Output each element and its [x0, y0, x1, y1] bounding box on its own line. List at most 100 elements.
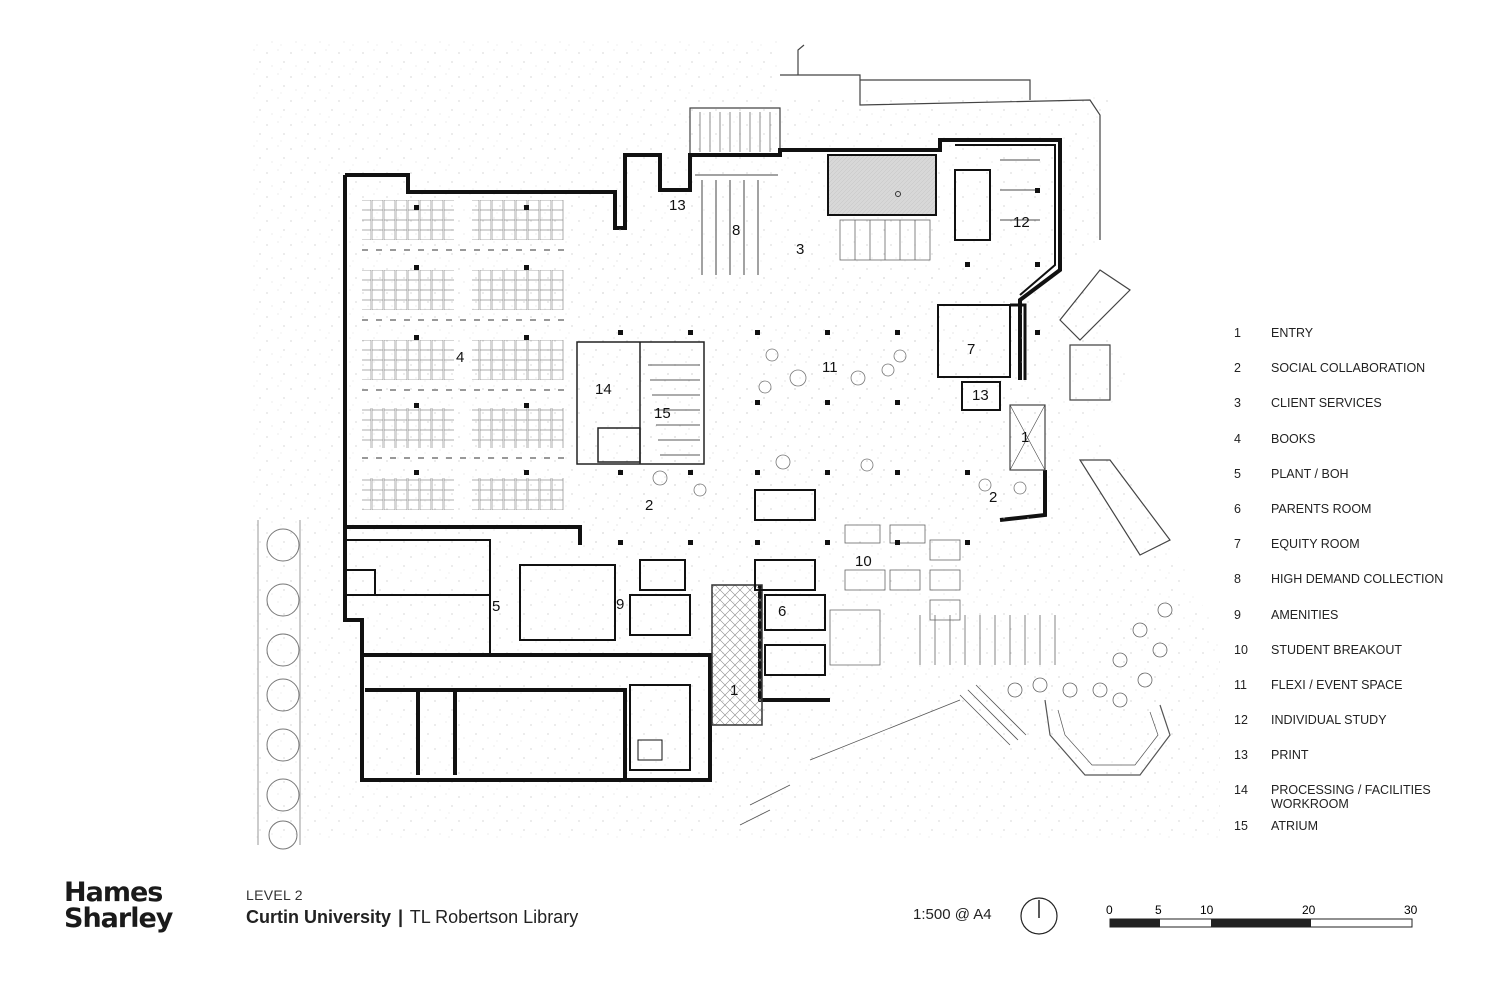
title-block: LEVEL 2 Curtin University | TL Robertson… [246, 887, 578, 928]
room-label-3: 3 [796, 241, 804, 258]
scale-tick-label: 10 [1200, 903, 1214, 917]
logo-line-2: Sharley [64, 903, 173, 934]
legend-item: 11 FLEXI / EVENT SPACE [1234, 678, 1474, 713]
room-label-1: 1 [730, 682, 738, 699]
room-label-11: 11 [822, 359, 838, 376]
breakout-furniture [829, 524, 1056, 666]
legend-item: 13 PRINT [1234, 748, 1474, 783]
legend-number: 4 [1234, 431, 1241, 446]
columns [414, 188, 1040, 545]
legend-label: STUDENT BREAKOUT [1271, 642, 1403, 657]
study-desks [839, 219, 931, 261]
legend-label: BOOKS [1271, 431, 1316, 446]
outdoor-terrace [739, 684, 1171, 826]
legend-number: 5 [1234, 466, 1241, 481]
legend-number: 1 [1234, 326, 1241, 340]
room-label-9: 9 [616, 596, 624, 613]
legend-item: 14 PROCESSING / FACILITIES WORKROOM [1234, 783, 1474, 818]
legend-item: 4 BOOKS [1234, 432, 1474, 467]
legend-item: 9 AMENITIES [1234, 608, 1474, 643]
legend-number: 15 [1234, 818, 1248, 833]
legend-item: 1 ENTRY [1234, 326, 1474, 361]
equity-room [937, 303, 1027, 411]
room-label-4: 4 [456, 349, 464, 366]
legend-item: 5 PLANT / BOH [1234, 467, 1474, 502]
room-label-15: 15 [654, 405, 671, 422]
legend-label: EQUITY ROOM [1271, 537, 1360, 552]
legend-number: 3 [1234, 396, 1241, 411]
room-label-2: 2 [989, 489, 997, 506]
grey-hall [827, 154, 937, 216]
north-arrow-icon [1020, 897, 1058, 935]
title-separator: | [398, 907, 404, 927]
room-labels: 1 1 2 2 3 4 5 6 7 8 9 10 11 12 13 13 14 … [456, 197, 1030, 699]
legend-label: ATRIUM [1271, 818, 1318, 833]
legend-item: 2 SOCIAL COLLABORATION [1234, 361, 1474, 396]
legend-number: 10 [1234, 642, 1248, 657]
trees [257, 520, 301, 850]
high-demand-shelves [695, 174, 778, 275]
university-name: Curtin University [246, 907, 392, 927]
legend-label: PROCESSING / FACILITIES WORKROOM [1271, 783, 1431, 812]
outdoor-tables [1007, 602, 1173, 708]
legend-label: PARENTS ROOM [1271, 501, 1372, 516]
legend-label: INDIVIDUAL STUDY [1271, 713, 1387, 728]
room-label-12: 12 [1013, 214, 1030, 231]
legend-item: 7 EQUITY ROOM [1234, 537, 1474, 572]
legend-label: AMENITIES [1271, 607, 1339, 622]
scale-tick-label: 30 [1404, 903, 1418, 917]
room-legend: 1 ENTRY 2 SOCIAL COLLABORATION 3 CLIENT SER… [1234, 326, 1474, 854]
legend-number: 2 [1234, 361, 1241, 376]
scale-ratio: 1:500 @ A4 [913, 906, 992, 923]
legend-item: 3 CLIENT SERVICES [1234, 396, 1474, 431]
entry-lower [711, 584, 763, 726]
legend-label: ENTRY [1271, 326, 1314, 340]
scale-tick-label: 5 [1155, 903, 1162, 917]
legend-label: CLIENT SERVICES [1271, 396, 1382, 411]
scale-tick-label: 20 [1302, 903, 1316, 917]
level-title: LEVEL 2 [246, 887, 303, 903]
core-amenities [519, 489, 826, 676]
legend-label: HIGH DEMAND COLLECTION [1271, 572, 1444, 587]
project-title: Curtin University | TL Robertson Library [246, 907, 578, 928]
room-label-2: 2 [645, 497, 653, 514]
legend-label: FLEXI / EVENT SPACE [1271, 677, 1403, 692]
legend-number: 8 [1234, 572, 1241, 587]
legend-item: 6 PARENTS ROOM [1234, 502, 1474, 537]
legend-number: 9 [1234, 607, 1241, 622]
legend-number: 11 [1234, 677, 1247, 692]
plant-boh [345, 539, 691, 771]
room-label-7: 7 [967, 341, 975, 358]
room-label-1: 1 [1021, 429, 1029, 446]
room-label-5: 5 [492, 598, 500, 615]
legend-number: 6 [1234, 501, 1241, 516]
floor-plan: 1 1 2 2 3 4 5 6 7 8 9 10 11 12 13 13 14 … [250, 40, 1220, 850]
legend-number: 13 [1234, 748, 1248, 763]
room-label-13: 13 [972, 387, 989, 404]
hames-sharley-logo: Hames Sharley [64, 877, 173, 934]
room-label-10: 10 [855, 553, 872, 570]
scale-tick-label: 0 [1106, 903, 1113, 917]
legend-number: 12 [1234, 713, 1248, 728]
legend-number: 7 [1234, 537, 1241, 552]
room-label-6: 6 [778, 603, 786, 620]
atrium-block [576, 341, 705, 465]
individual-study-area [954, 144, 1056, 296]
room-label-14: 14 [595, 381, 612, 398]
scale-bar: 0 5 10 20 30 [1106, 903, 1418, 928]
legend-item: 12 INDIVIDUAL STUDY [1234, 713, 1474, 748]
legend-item: 8 HIGH DEMAND COLLECTION [1234, 572, 1474, 607]
flexi-furniture [652, 348, 1027, 497]
entry-upper [1009, 404, 1046, 471]
floor-finish [580, 190, 1045, 550]
legend-number: 14 [1234, 783, 1248, 798]
logo-line-1: Hames [64, 877, 163, 908]
legend-label: PRINT [1271, 748, 1309, 763]
legend-item: 15 ATRIUM [1234, 819, 1474, 854]
legend-item: 10 STUDENT BREAKOUT [1234, 643, 1474, 678]
library-name: TL Robertson Library [409, 907, 579, 927]
room-label-8: 8 [732, 222, 740, 239]
legend-label: SOCIAL COLLABORATION [1271, 361, 1426, 376]
book-stacks [362, 200, 564, 510]
legend-label: PLANT / BOH [1271, 466, 1349, 481]
